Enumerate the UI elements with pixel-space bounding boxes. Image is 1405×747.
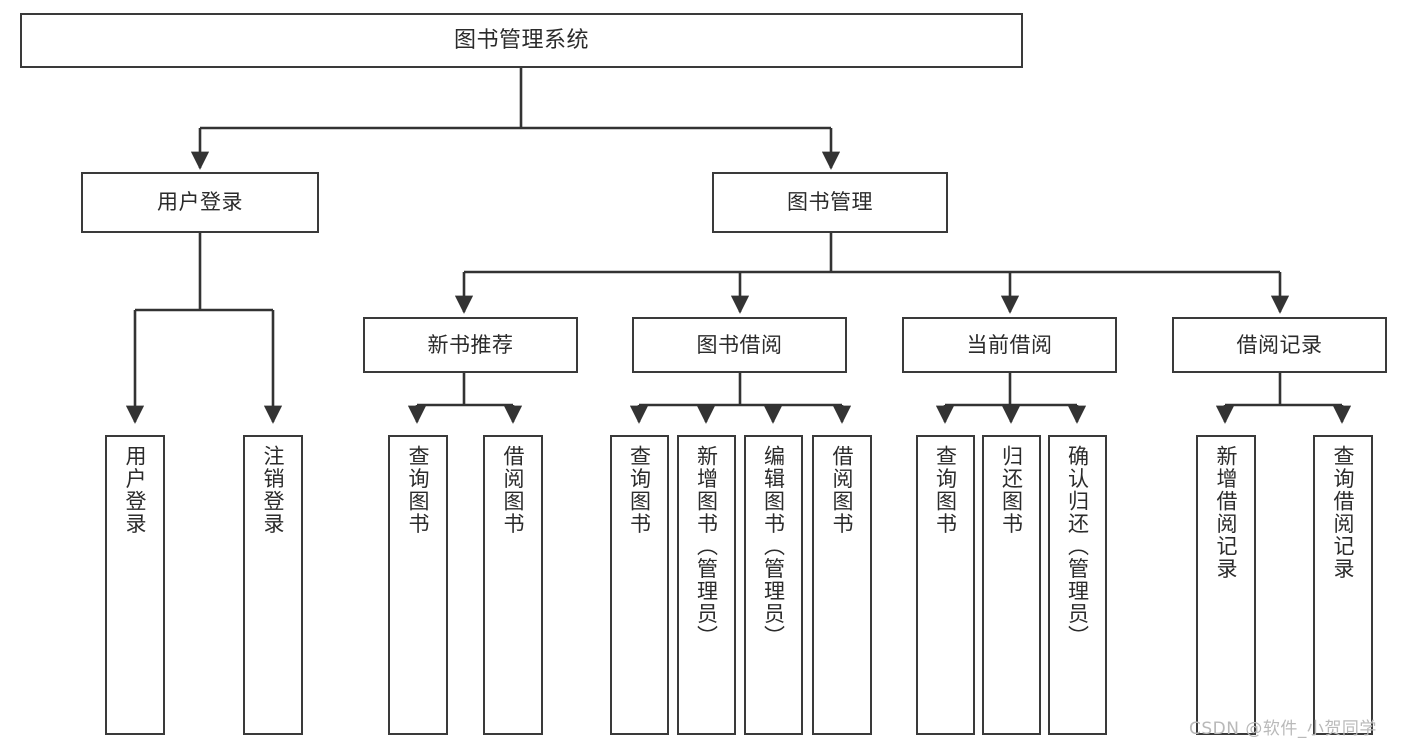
node-label: 图书管理 [787,190,873,215]
leaf-logout[interactable]: 注销登录 [243,435,303,735]
node-current-borrowing[interactable]: 当前借阅 [902,317,1117,373]
node-label: 新书推荐 [427,332,514,357]
node-user-login[interactable]: 用户登录 [81,172,319,233]
node-root-book-management-system[interactable]: 图书管理系统 [20,13,1023,68]
node-new-book-recommendation[interactable]: 新书推荐 [363,317,578,373]
node-label: 查询图书 [627,445,652,535]
leaf-query-book-borrowing[interactable]: 查询图书 [610,435,669,735]
node-label: 借阅记录 [1236,332,1323,357]
leaf-return-book[interactable]: 归还图书 [982,435,1041,735]
node-label: 注销登录 [261,445,286,535]
node-label: 图书借阅 [696,332,783,357]
node-label: 确认归还（管理员） [1065,445,1090,648]
node-label: 查询借阅记录 [1331,445,1356,580]
node-label: 查询图书 [933,445,958,535]
leaf-borrow-book-new-book[interactable]: 借阅图书 [483,435,543,735]
leaf-confirm-return-admin[interactable]: 确认归还（管理员） [1048,435,1107,735]
leaf-borrow-book-borrowing[interactable]: 借阅图书 [812,435,872,735]
node-label: 用户登录 [123,445,148,535]
node-label: 归还图书 [999,445,1024,535]
leaf-query-book-new-book[interactable]: 查询图书 [388,435,448,735]
node-label: 当前借阅 [966,332,1053,357]
leaf-add-borrowing-record[interactable]: 新增借阅记录 [1196,435,1256,735]
node-label: 编辑图书（管理员） [761,445,786,648]
node-label: 查询图书 [406,445,431,535]
leaf-query-book-current[interactable]: 查询图书 [916,435,975,735]
leaf-add-book-admin[interactable]: 新增图书（管理员） [677,435,736,735]
node-label: 新增借阅记录 [1214,445,1239,580]
node-label: 图书管理系统 [453,27,589,53]
node-label: 用户登录 [157,190,243,215]
node-book-borrowing[interactable]: 图书借阅 [632,317,847,373]
node-label: 新增图书（管理员） [694,445,719,648]
csdn-watermark: CSDN @软件_小贺同学 [1189,719,1377,739]
node-borrowing-record[interactable]: 借阅记录 [1172,317,1387,373]
node-label: 借阅图书 [830,445,855,535]
leaf-edit-book-admin[interactable]: 编辑图书（管理员） [744,435,803,735]
leaf-query-borrowing-record[interactable]: 查询借阅记录 [1313,435,1373,735]
leaf-user-login[interactable]: 用户登录 [105,435,165,735]
node-book-management[interactable]: 图书管理 [712,172,948,233]
node-label: 借阅图书 [501,445,526,535]
